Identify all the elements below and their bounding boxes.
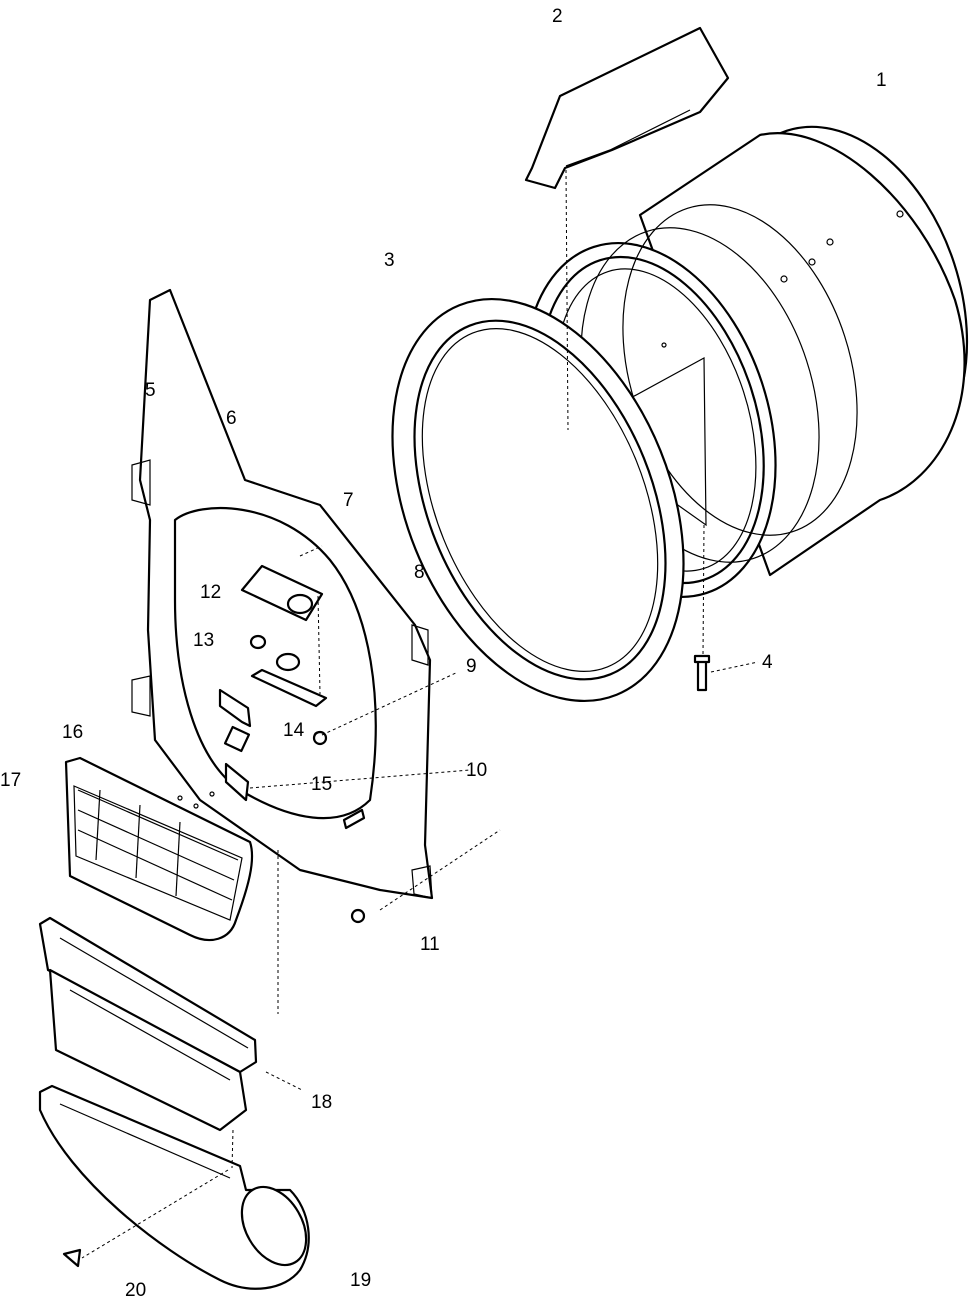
callout-1: 1 <box>876 70 887 91</box>
callout-13: 13 <box>193 630 214 651</box>
callout-5: 5 <box>145 380 156 401</box>
callout-8: 8 <box>414 562 425 583</box>
callout-4: 4 <box>762 652 773 673</box>
callout-15: 15 <box>311 774 332 795</box>
blower-housing-part-19 <box>38 1084 310 1290</box>
callout-19: 19 <box>350 1270 371 1291</box>
switch-parts-13-15 <box>218 688 323 802</box>
callout-16: 16 <box>62 722 83 743</box>
callout-3: 3 <box>384 250 395 271</box>
callout-12: 12 <box>200 582 221 603</box>
lint-duct-part-18 <box>38 916 258 1132</box>
callout-11: 11 <box>420 934 440 955</box>
callout-14: 14 <box>283 720 305 741</box>
callout-7: 7 <box>343 490 354 511</box>
seal-ring-part-3 <box>391 298 685 702</box>
screw-part-20 <box>62 1248 82 1268</box>
callout-9: 9 <box>466 656 477 677</box>
leader-lines <box>81 169 759 1259</box>
fasteners-parts-9-11 <box>312 730 366 924</box>
callout-6: 6 <box>226 408 237 429</box>
callout-20: 20 <box>125 1280 146 1301</box>
callout-labels: 1 2 3 4 5 6 7 8 9 10 11 12 13 14 15 16 1… <box>0 6 887 1301</box>
callout-2: 2 <box>552 6 563 27</box>
lint-filter-part-17 <box>64 756 254 942</box>
callout-10: 10 <box>466 760 487 781</box>
bracket-part-2 <box>524 26 730 190</box>
lamp-assembly-part-6 <box>240 564 328 708</box>
callout-17: 17 <box>0 770 21 791</box>
bolt-part-4 <box>693 654 711 692</box>
callout-18: 18 <box>311 1092 332 1113</box>
